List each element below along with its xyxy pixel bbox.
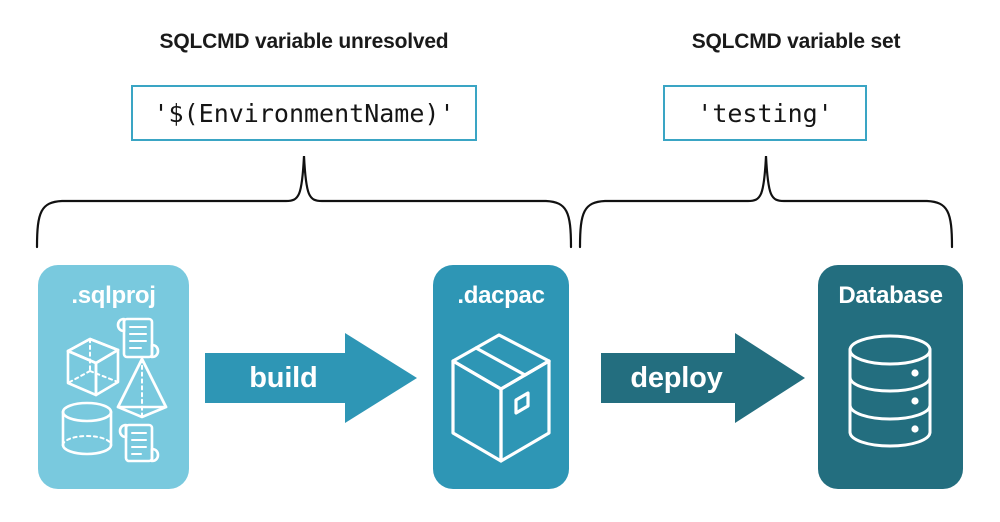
database-artwork <box>848 334 932 448</box>
card-title-dacpac: .dacpac <box>457 282 545 309</box>
annotation-heading-unresolved: SQLCMD variable unresolved <box>159 30 449 53</box>
dacpac-artwork <box>451 333 551 463</box>
card-title-sqlproj: .sqlproj <box>71 282 156 309</box>
arrow-deploy-label: deploy <box>630 361 723 394</box>
scroll-icon <box>116 317 160 359</box>
card-title-database: Database <box>838 282 943 309</box>
brace-set <box>578 155 954 249</box>
card-database: Database <box>818 265 963 489</box>
package-box-icon <box>451 333 551 463</box>
arrow-deploy: deploy <box>601 333 805 423</box>
arrow-build-shape <box>205 333 417 423</box>
database-status-dots <box>911 369 919 433</box>
sqlproj-artwork <box>61 317 168 463</box>
variable-value-box-set: 'testing' <box>663 85 867 141</box>
annotation-heading-set: SQLCMD variable set <box>691 30 901 53</box>
brace-unresolved <box>35 155 573 249</box>
arrow-deploy-shape <box>601 333 805 423</box>
card-sqlproj: .sqlproj <box>38 265 189 489</box>
database-cylinder-icon <box>848 334 932 448</box>
cylinder-icon <box>61 401 113 456</box>
cube-icon <box>66 337 120 397</box>
arrow-build-label: build <box>249 361 318 394</box>
scroll-icon <box>118 423 160 463</box>
variable-value-box-unresolved: '$(EnvironmentName)' <box>131 85 477 141</box>
pyramid-icon <box>116 357 168 419</box>
card-dacpac: .dacpac <box>433 265 569 489</box>
arrow-build: build <box>205 333 417 423</box>
